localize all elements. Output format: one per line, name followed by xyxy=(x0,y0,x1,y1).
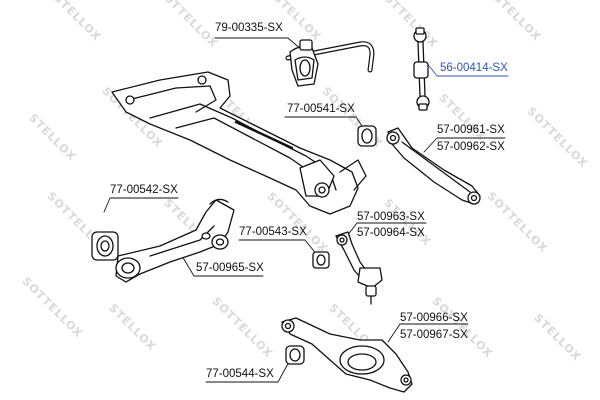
part-label-upper-arm-2: 57-00962-SX xyxy=(437,141,505,153)
toe-link-drawing xyxy=(335,231,383,305)
toe-bushing-drawing xyxy=(312,251,330,269)
leader-line xyxy=(214,37,303,51)
subframe-drawing xyxy=(111,71,367,215)
part-label-trailing-arm: 57-00965-SX xyxy=(196,262,264,274)
part-label-trailing-bushing: 77-00542-SX xyxy=(110,184,178,196)
lower-arm-drawing xyxy=(281,317,413,393)
part-label-toe-bushing: 77-00543-SX xyxy=(239,226,307,238)
part-label-lower-arm-1: 57-00966-SX xyxy=(400,312,468,324)
trailing-arm-drawing xyxy=(115,198,235,283)
part-label-upper-arm-1: 57-00961-SX xyxy=(437,124,505,136)
leader-line xyxy=(423,137,506,153)
lower-bushing-drawing xyxy=(285,345,305,365)
stabilizer-bushing-drawing xyxy=(289,39,319,87)
leader-line xyxy=(103,197,179,213)
leader-line xyxy=(284,116,363,127)
leader-line xyxy=(238,239,319,257)
part-label-stabilizer-bushing: 79-00335-SX xyxy=(215,22,283,34)
stabilizer-link-drawing xyxy=(413,27,430,111)
leader-line xyxy=(181,255,264,277)
subframe-bushing-drawing xyxy=(357,125,377,147)
part-label-lower-bushing: 77-00544-SX xyxy=(206,368,274,380)
part-label-stabilizer-link: 56-00414-SX xyxy=(440,62,508,74)
part-label-toe-link-2: 57-00964-SX xyxy=(357,227,425,239)
trailing-bushing-drawing xyxy=(91,231,119,261)
leader-line xyxy=(387,323,469,343)
part-label-lower-arm-2: 57-00967-SX xyxy=(400,329,468,341)
upper-arm-drawing xyxy=(386,127,481,205)
part-label-subframe-bushing: 77-00541-SX xyxy=(287,103,355,115)
part-label-toe-link-1: 57-00963-SX xyxy=(357,211,425,223)
stabilizer-bar xyxy=(285,41,375,73)
leader-line xyxy=(205,359,291,383)
